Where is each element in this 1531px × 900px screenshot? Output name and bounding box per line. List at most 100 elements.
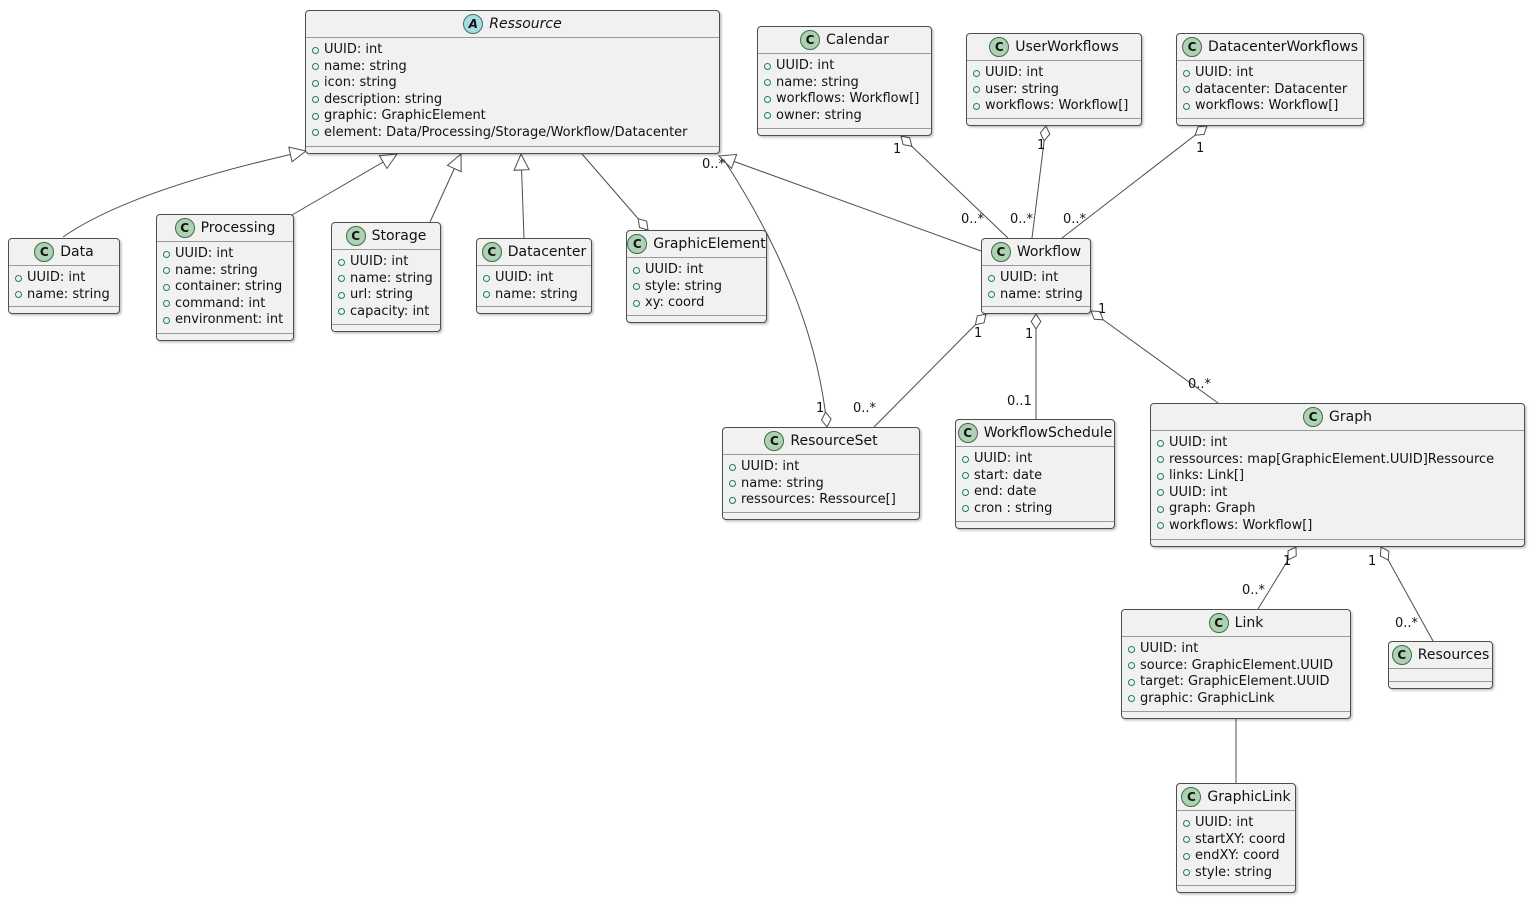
- field-visibility-icon: [973, 86, 980, 94]
- attribute-text: graph: Graph: [1169, 501, 1256, 516]
- class-attributes: [1389, 668, 1492, 681]
- empty-compartment: [477, 306, 591, 313]
- triangle-marker-storage-inherits-ressource: [446, 152, 462, 173]
- field-visibility-icon: [633, 266, 640, 274]
- class-attribute: workflows: Workflow[]: [1157, 518, 1518, 535]
- empty-compartment: [982, 306, 1090, 313]
- field-visibility-icon: [1183, 819, 1190, 827]
- class-attribute: workflows: Workflow[]: [764, 91, 925, 108]
- field-visibility-icon: [312, 112, 319, 120]
- class-attribute: UUID: int: [962, 451, 1108, 468]
- empty-compartment: [723, 512, 919, 519]
- triangle-marker-data-inherits-ressource: [288, 146, 308, 163]
- field-visibility-icon: [729, 480, 736, 488]
- diamond-marker-workflow-aggregates-workflowschedule: [1030, 313, 1042, 330]
- field-visibility-icon: [338, 291, 345, 299]
- edge-workflow-inherits-ressource: [718, 155, 982, 252]
- field-visibility-icon: [312, 63, 319, 71]
- attribute-text: UUID: int: [350, 254, 409, 269]
- class-attribute: graphic: GraphicElement: [312, 108, 713, 125]
- class-title: Datacenter: [507, 244, 587, 260]
- field-visibility-icon: [1157, 439, 1164, 447]
- field-visibility-icon: [163, 300, 170, 308]
- edge-datacenterworkflows-aggregates-workflow: [1061, 125, 1208, 239]
- multiplicity-label: 0..*: [853, 401, 877, 416]
- field-visibility-icon: [163, 250, 170, 258]
- class-title: GraphicElement: [653, 236, 766, 252]
- attribute-text: UUID: int: [1000, 270, 1059, 285]
- field-visibility-icon: [1183, 836, 1190, 844]
- attribute-text: name: string: [350, 270, 433, 286]
- empty-compartment: [306, 146, 719, 153]
- multiplicity-label: 0..*: [1063, 212, 1087, 227]
- field-visibility-icon: [163, 267, 170, 275]
- attribute-text: workflows: Workflow[]: [1169, 517, 1313, 533]
- class-stereotype-icon: C: [34, 242, 55, 262]
- field-visibility-icon: [1183, 69, 1190, 77]
- class-title: UserWorkflows: [1015, 39, 1119, 55]
- class-title: Ressource: [489, 16, 562, 32]
- multiplicity-label: 1: [1037, 138, 1046, 153]
- attribute-text: user: string: [985, 81, 1059, 97]
- field-visibility-icon: [633, 283, 640, 291]
- field-visibility-icon: [729, 496, 736, 504]
- field-visibility-icon: [973, 102, 980, 110]
- class-stereotype-icon: C: [1208, 613, 1229, 633]
- attribute-text: url: string: [350, 287, 414, 302]
- attribute-text: workflows: Workflow[]: [776, 91, 920, 106]
- diamond-marker-resourceset-aggregates-ressource: [820, 411, 832, 428]
- class-title: Resources: [1417, 647, 1490, 663]
- class-stereotype-icon: C: [989, 37, 1010, 57]
- attribute-text: datacenter: Datacenter: [1195, 81, 1348, 97]
- edge-workflow-aggregates-graph: [1090, 310, 1219, 404]
- edge-processing-inherits-ressource: [291, 153, 398, 216]
- field-visibility-icon: [15, 291, 22, 299]
- empty-compartment: [157, 333, 293, 340]
- field-visibility-icon: [1157, 456, 1164, 464]
- class-attribute: UUID: int: [1157, 485, 1518, 502]
- field-visibility-icon: [1128, 645, 1135, 653]
- class-title: Calendar: [826, 32, 889, 48]
- empty-compartment: [1151, 539, 1524, 546]
- diamond-marker-workflow-aggregates-graph: [1090, 310, 1104, 321]
- attribute-text: owner: string: [776, 107, 862, 123]
- class-stereotype-icon: C: [481, 242, 502, 262]
- class-attribute: startXY: coord: [1183, 832, 1289, 849]
- class-title: Workflow: [1016, 244, 1082, 260]
- attribute-text: capacity: int: [350, 303, 430, 319]
- attribute-text: UUID: int: [175, 246, 234, 261]
- edge-userworkflows-aggregates-workflow: [1031, 125, 1047, 239]
- field-visibility-icon: [729, 463, 736, 471]
- class-title: Graph: [1329, 409, 1372, 425]
- attribute-text: UUID: int: [324, 42, 383, 57]
- class-attribute: source: GraphicElement.UUID: [1128, 658, 1344, 675]
- multiplicity-label: 0..*: [1395, 616, 1419, 631]
- empty-compartment: [1177, 118, 1363, 125]
- attribute-text: workflows: Workflow[]: [1195, 98, 1339, 113]
- field-visibility-icon: [1157, 489, 1164, 497]
- attribute-text: UUID: int: [741, 459, 800, 474]
- class-attribute: command: int: [163, 296, 287, 313]
- field-visibility-icon: [1157, 505, 1164, 513]
- field-visibility-icon: [962, 455, 969, 463]
- attribute-text: style: string: [1195, 864, 1273, 880]
- multiplicity-label: 1: [1196, 141, 1205, 156]
- diamond-marker-datacenterworkflows-aggregates-workflow: [1194, 125, 1208, 136]
- class-title: Storage: [371, 228, 427, 244]
- attribute-text: environment: int: [175, 312, 284, 327]
- attribute-text: end: date: [974, 484, 1037, 499]
